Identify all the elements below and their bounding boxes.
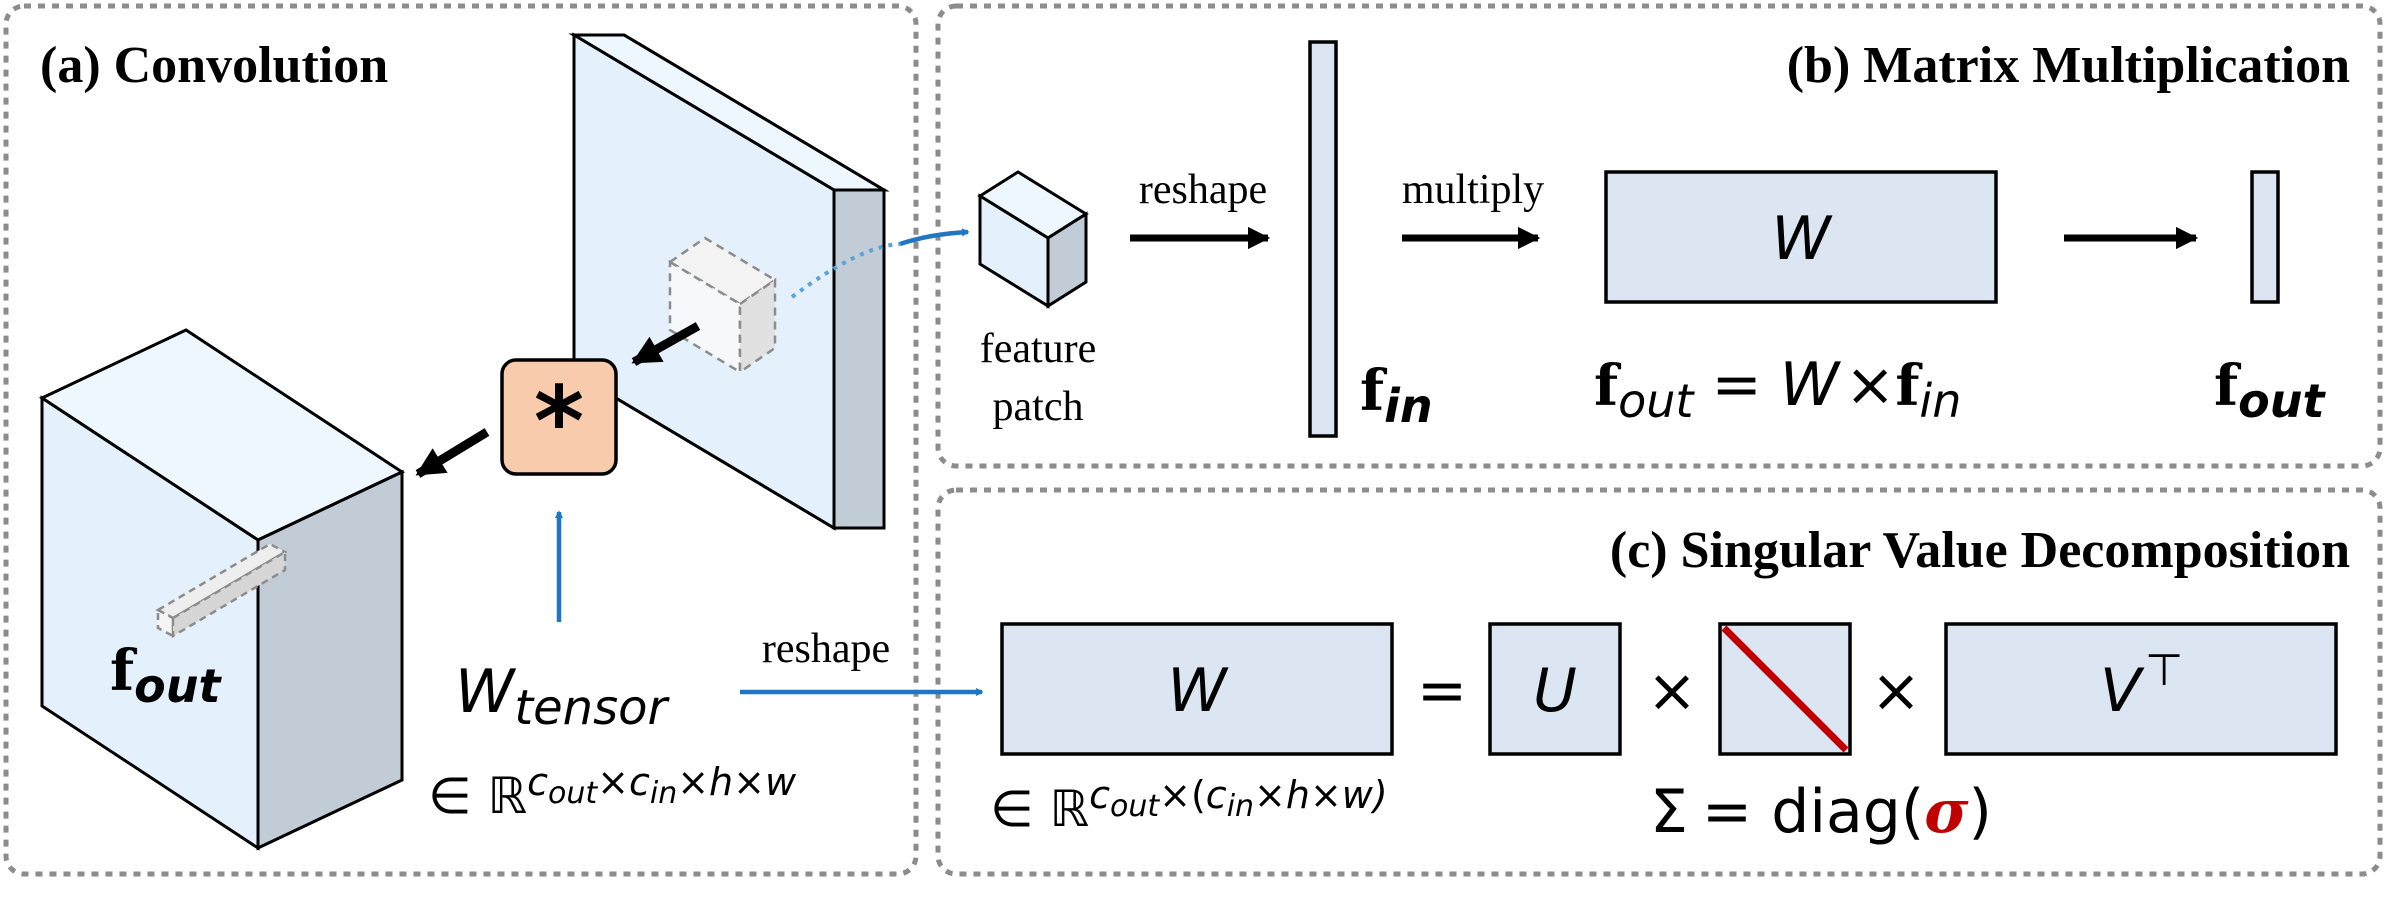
convolution-operator-symbol: * — [534, 366, 584, 478]
panel-c-border — [935, 487, 2383, 877]
sigma-diagonal — [1721, 625, 1849, 753]
equals-sign: = — [1417, 656, 1467, 726]
svg-text:V⊤: V⊤ — [2100, 645, 2183, 726]
weight-tensor-space: ∈ ℝcout×cin×h×w — [428, 760, 797, 825]
f-in-label: fin — [1360, 358, 1433, 433]
matrix-space: ∈ ℝcout×(cin×h×w) — [990, 773, 1388, 838]
panel-c-title: (c) Singular Value Decomposition — [1610, 522, 2350, 579]
f-out-label: fout — [2214, 353, 2326, 428]
multiply-label: multiply — [1402, 167, 1544, 213]
weight-matrix-b — [1604, 170, 1998, 304]
output-fiber — [155, 542, 288, 639]
svg-text:Σ= diag(σ): Σ= diag(σ) — [1650, 777, 1992, 847]
svg-text:fout: fout — [2214, 353, 2326, 428]
reshape-label-c: reshape — [762, 626, 890, 672]
v-transpose-label: V⊤ — [2100, 645, 2183, 726]
output-feature-map — [38, 328, 406, 851]
output-feature-label: fout — [110, 638, 222, 713]
arrow-operator-to-output — [415, 428, 490, 478]
svg-text:∈ ℝcout×(cin×h×w): ∈ ℝcout×(cin×h×w) — [990, 773, 1388, 838]
u-matrix — [1488, 622, 1622, 756]
v-transpose-matrix — [1944, 622, 2338, 756]
input-patch-cube — [667, 236, 778, 375]
svg-text:Wtensor: Wtensor — [455, 657, 670, 736]
feature-patch-cube — [977, 170, 1089, 309]
convolution-operator — [500, 358, 618, 476]
panel-a-title: (a) Convolution — [40, 37, 388, 94]
arrow-to-feature-patch — [899, 232, 968, 247]
arrow-patch-to-operator — [631, 322, 701, 366]
svg-text:fout: fout — [110, 638, 222, 713]
times-sign-1: × — [1647, 656, 1697, 726]
u-matrix-label: U — [1533, 656, 1577, 726]
weight-matrix-b-label: W — [1771, 204, 1833, 274]
weight-tensor-label: Wtensor — [455, 657, 670, 736]
weight-matrix-c — [1000, 622, 1394, 756]
reshape-label-b: reshape — [1139, 167, 1267, 213]
weight-matrix-c-label: W — [1167, 656, 1229, 726]
sigma-definition: Σ= diag(σ) — [1650, 777, 1992, 847]
svg-text:fin: fin — [1360, 358, 1433, 433]
times-sign-2: × — [1871, 656, 1921, 726]
f-in-vector — [1308, 40, 1338, 438]
feature-patch-label-1: feature — [980, 326, 1097, 372]
dotted-connector — [790, 242, 901, 299]
panel-b-title: (b) Matrix Multiplication — [1787, 37, 2350, 94]
matmul-equation: fout=W×fin — [1594, 350, 1961, 428]
feature-patch-label-2: patch — [993, 384, 1084, 430]
svg-text:∈ ℝcout×cin×h×w: ∈ ℝcout×cin×h×w — [428, 760, 797, 825]
f-out-vector — [2250, 170, 2280, 304]
svg-text:fout=W×fin: fout=W×fin — [1594, 350, 1961, 428]
panel-a-border — [3, 3, 919, 877]
